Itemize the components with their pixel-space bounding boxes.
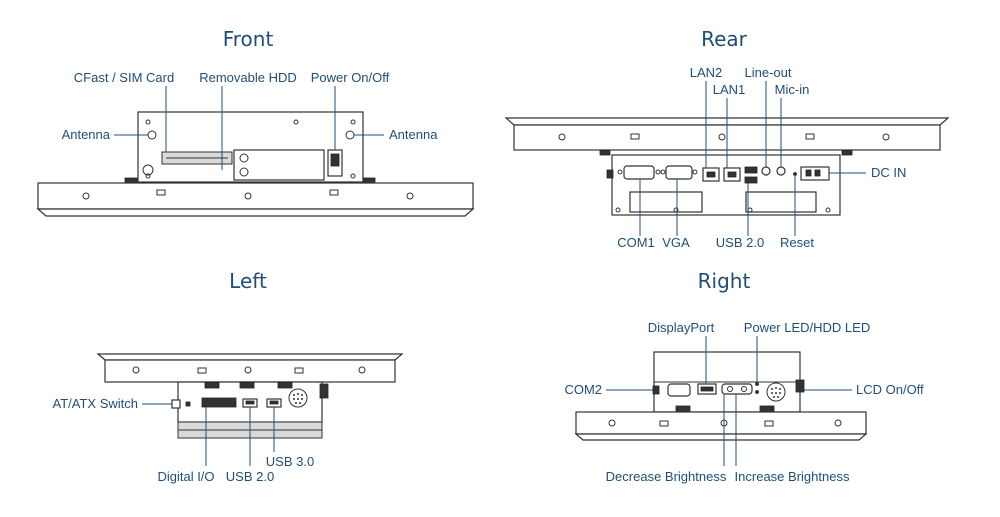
reset-label: Reset bbox=[780, 235, 814, 250]
right-vent-grill bbox=[766, 382, 786, 402]
reset-button bbox=[793, 172, 797, 176]
rear-title: Rear bbox=[701, 27, 748, 51]
usb20-left-label: USB 2.0 bbox=[226, 469, 274, 484]
com1-label: COM1 bbox=[617, 235, 655, 250]
line-out-jack bbox=[761, 166, 771, 176]
com2-port bbox=[667, 383, 691, 397]
usb20-port-bottom bbox=[744, 176, 758, 184]
com1-port bbox=[623, 165, 655, 180]
hdd-bay bbox=[233, 149, 325, 181]
lan2-label: LAN2 bbox=[690, 65, 723, 80]
brightness-buttons bbox=[721, 383, 753, 395]
front-panel bbox=[37, 182, 474, 210]
hdd-label: Removable HDD bbox=[199, 70, 297, 85]
usb30-left-label: USB 3.0 bbox=[266, 454, 314, 469]
increase-brightness-label: Increase Brightness bbox=[735, 469, 850, 484]
vent-grill bbox=[288, 388, 308, 408]
usb20-port-top bbox=[744, 166, 758, 174]
cfast-label: CFast / SIM Card bbox=[74, 70, 174, 85]
hdd-led bbox=[755, 390, 759, 394]
left-view: Left AT/ATX Switch Digita bbox=[53, 269, 404, 484]
vga-port bbox=[665, 165, 693, 180]
dc-in-label: DC IN bbox=[871, 165, 906, 180]
displayport-label: DisplayPort bbox=[648, 320, 715, 335]
power-label: Power On/Off bbox=[311, 70, 390, 85]
rear-view: Rear bbox=[504, 27, 950, 250]
mic-in-label: Mic-in bbox=[775, 82, 810, 97]
right-title: Right bbox=[698, 269, 751, 293]
mic-in-jack bbox=[776, 166, 786, 176]
digital-io-label: Digital I/O bbox=[157, 469, 214, 484]
power-led-label: Power LED/HDD LED bbox=[744, 320, 870, 335]
antenna-right-label: Antenna bbox=[389, 127, 438, 142]
line-out-label: Line-out bbox=[745, 65, 792, 80]
right-view: Right bbox=[564, 269, 924, 484]
usb20-rear-label: USB 2.0 bbox=[716, 235, 764, 250]
front-view: Front CFast / SIM Card Removable HDD bbox=[36, 27, 475, 217]
decrease-brightness-button bbox=[727, 386, 733, 392]
lan1-label: LAN1 bbox=[713, 82, 746, 97]
vga-label: VGA bbox=[662, 235, 690, 250]
digital-io-connector bbox=[201, 397, 237, 408]
left-panel bbox=[104, 359, 396, 383]
decrease-brightness-label: Decrease Brightness bbox=[606, 469, 727, 484]
com2-label: COM2 bbox=[564, 382, 602, 397]
increase-brightness-button bbox=[741, 386, 747, 392]
left-title: Left bbox=[229, 269, 267, 293]
front-title: Front bbox=[223, 27, 274, 51]
antenna-left-label: Antenna bbox=[62, 127, 111, 142]
at-atx-switch bbox=[171, 399, 181, 409]
lcd-onoff-label: LCD On/Off bbox=[856, 382, 924, 397]
at-atx-label: AT/ATX Switch bbox=[53, 396, 138, 411]
